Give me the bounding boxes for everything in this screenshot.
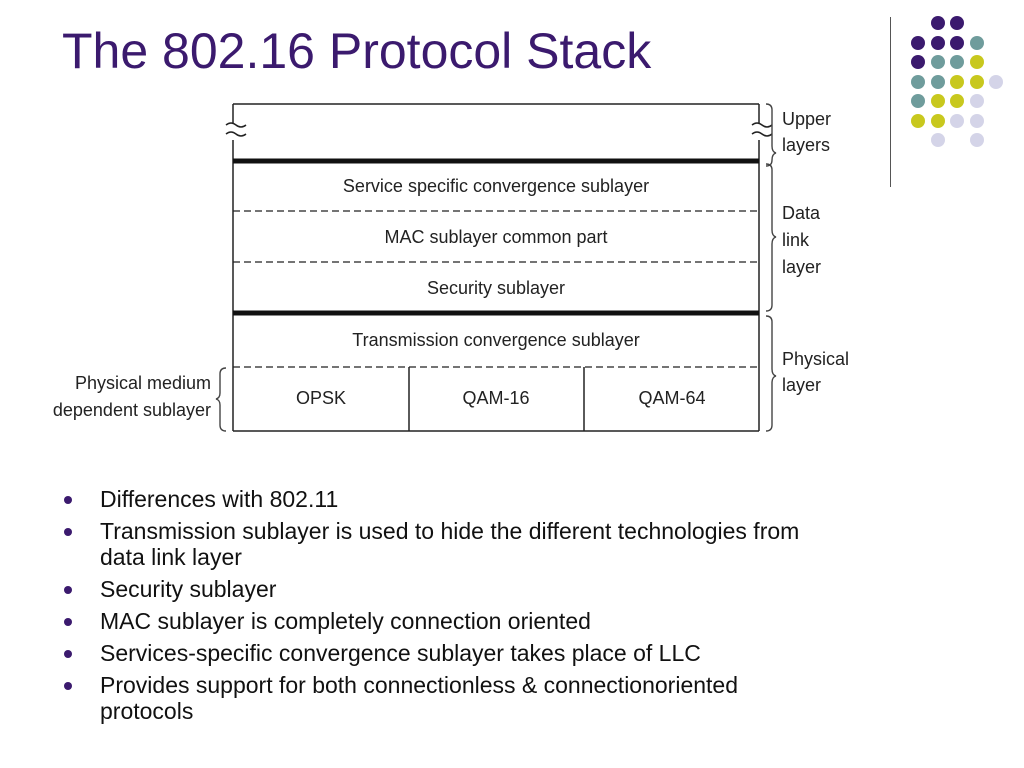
decorative-dot [911,74,925,89]
physical-layer-brace [765,315,777,432]
bullet-text: Security sublayer [100,576,277,602]
bullet-text-cont: data link layer [100,544,242,570]
pmd-brace [215,367,227,432]
slide-title: The 802.16 Protocol Stack [62,23,652,79]
decorative-dot [930,55,945,69]
decorative-dot [930,113,945,128]
protocol-stack-diagram: Service specific convergence sublayer MA… [53,103,849,432]
decorative-dot [930,74,945,89]
bullet-item: Security sublayer [62,576,962,602]
data-link-label-line1: Data [782,203,821,223]
data-link-brace [765,163,777,312]
bullet-dot-icon [64,682,72,690]
bullet-text: MAC sublayer is completely connection or… [100,608,591,634]
physical-label-line2: layer [782,375,821,395]
bullet-dot-icon [64,650,72,658]
data-link-label-line3: layer [782,257,821,277]
decorative-dot [969,113,984,128]
service-specific-sublayer-label: Service specific convergence sublayer [343,176,649,196]
opsk-label: OPSK [296,388,346,408]
physical-label-line1: Physical [782,349,849,369]
bullet-text-cont: protocols [100,698,194,724]
qam16-label: QAM-16 [462,388,529,408]
decorative-dot [950,16,964,30]
decorative-dot [911,113,925,128]
bullet-list: Differences with 802.11 Transmission sub… [62,486,962,730]
decorative-dot [969,94,984,108]
title-divider [890,17,891,187]
bullet-text: Services-specific convergence sublayer t… [100,640,701,666]
bullet-dot-icon [64,528,72,536]
decorative-dot [969,133,984,147]
decorative-dot [911,94,925,108]
bullet-dot-icon [64,618,72,626]
bullet-text: Transmission sublayer is used to hide th… [100,518,800,544]
decorative-dot [930,94,945,108]
decorative-dot [969,35,984,50]
bullet-item: Differences with 802.11 [62,486,962,512]
bullet-item: MAC sublayer is completely connection or… [62,608,962,634]
bullet-text: Provides support for both connectionless… [100,672,739,698]
security-sublayer-label: Security sublayer [427,278,565,298]
bullet-dot-icon [64,586,72,594]
decorative-dot [911,35,925,50]
bullet-item: Services-specific convergence sublayer t… [62,640,962,666]
bullet-item: Provides support for both connectionless… [62,672,962,724]
decorative-dot [950,35,964,50]
break-mark-right [751,122,773,137]
bullet-text: Differences with 802.11 [100,486,339,512]
decorative-dot [989,74,1003,89]
bullet-item: Transmission sublayer is used to hide th… [62,518,962,570]
decorative-dot [969,55,984,69]
decorative-dot [911,55,925,69]
decorative-dot [950,74,964,89]
decorative-dot [950,94,964,108]
upper-layers-brace [765,103,777,167]
decorative-dot [930,133,945,147]
decorative-dot [950,55,964,69]
decorative-dot [950,113,964,128]
decorative-dot [930,35,945,50]
qam64-label: QAM-64 [638,388,705,408]
decorative-dot [930,16,945,30]
mac-common-part-label: MAC sublayer common part [384,227,607,247]
break-mark-left [225,122,247,137]
pmd-label-line2: dependent sublayer [53,400,211,420]
bullet-dot-icon [64,496,72,504]
upper-label-line1: Upper [782,109,831,129]
decorative-dot [969,74,984,89]
data-link-label-line2: link [782,230,810,250]
transmission-convergence-label: Transmission convergence sublayer [352,330,639,350]
upper-label-line2: layers [782,135,830,155]
pmd-label-line1: Physical medium [75,373,211,393]
